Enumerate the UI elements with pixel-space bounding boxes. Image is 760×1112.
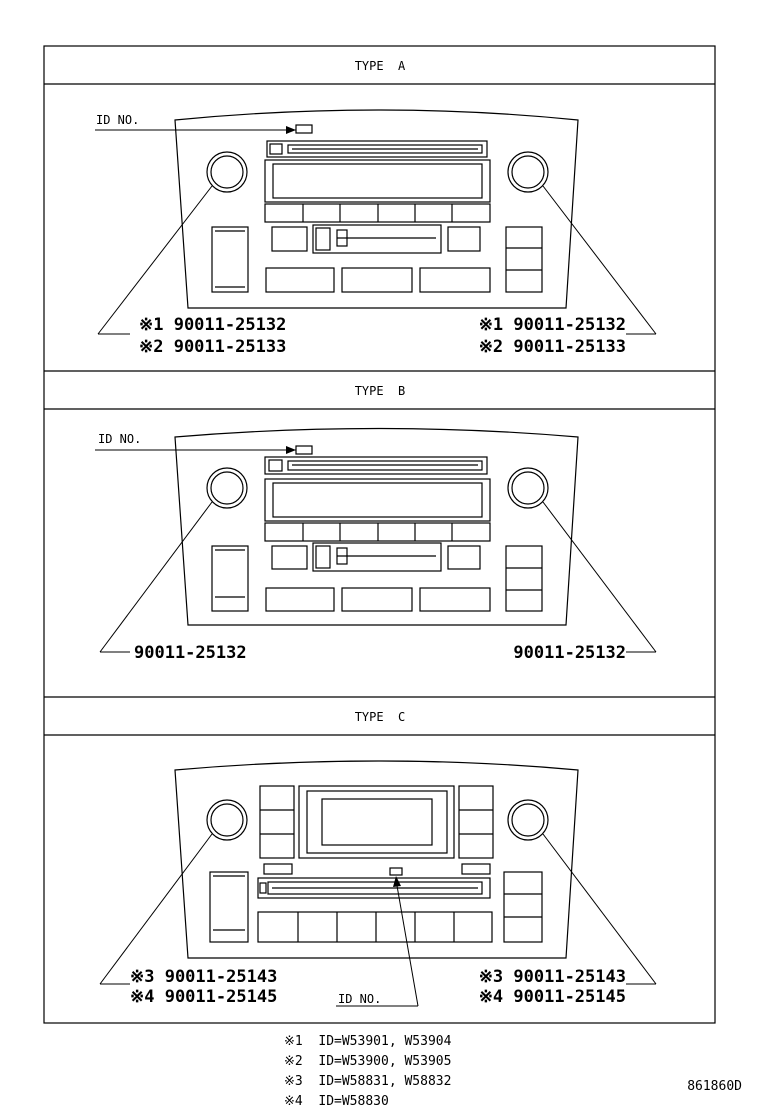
part-number-right: 90011-25132 — [513, 643, 626, 663]
arrow-head — [393, 876, 401, 887]
type-a-leaders — [95, 129, 657, 335]
part-number-left-1: ※1 90011-25132 — [139, 315, 286, 335]
section-title-type-c: TYPE C — [355, 710, 406, 724]
diagram-frame — [43, 45, 716, 1024]
footnote-1: ※1 ID=W53901, W53904 — [284, 1034, 452, 1049]
footnote-3: ※3 ID=W58831, W58832 — [284, 1074, 451, 1089]
type-a-radio-unit — [174, 109, 579, 309]
part-number-right-1: ※1 90011-25132 — [479, 315, 626, 335]
type-b-leaders — [95, 449, 657, 653]
part-number-left: 90011-25132 — [134, 643, 247, 663]
id-no-label: ID NO. — [338, 992, 381, 1006]
type-b-radio-unit — [174, 427, 579, 626]
part-number-right-2: ※2 90011-25133 — [479, 337, 626, 357]
id-no-label: ID NO. — [98, 432, 141, 446]
part-number-right-2: ※4 90011-25145 — [479, 987, 626, 1007]
section-title-type-a: TYPE A — [355, 59, 406, 73]
part-number-left-2: ※4 90011-25145 — [130, 987, 277, 1007]
footnote-2: ※2 ID=W53900, W53905 — [284, 1054, 451, 1069]
part-number-right-1: ※3 90011-25143 — [479, 967, 626, 987]
drawing-number: 861860D — [687, 1079, 742, 1094]
type-c-leaders — [99, 833, 657, 1007]
section-title-type-b: TYPE B — [355, 384, 406, 398]
id-no-label: ID NO. — [96, 113, 139, 127]
arrow-head — [286, 126, 296, 134]
footnote-4: ※4 ID=W58830 — [284, 1094, 389, 1109]
arrow-head — [286, 446, 296, 454]
part-number-left-1: ※3 90011-25143 — [130, 967, 277, 987]
part-number-left-2: ※2 90011-25133 — [139, 337, 286, 357]
type-c-radio-unit — [174, 760, 579, 959]
